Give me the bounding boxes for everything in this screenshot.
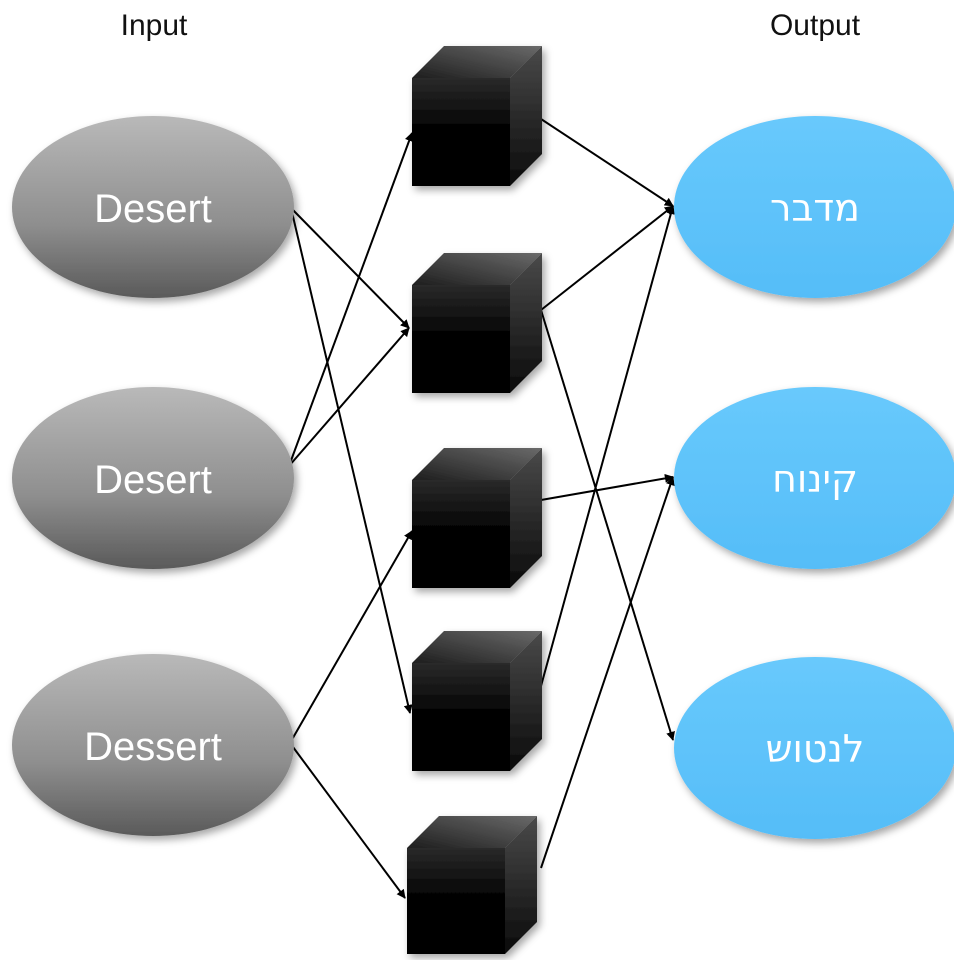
hidden-node-cube-1 — [412, 46, 542, 186]
output-node-3 — [674, 657, 954, 839]
edge-h5-to-out2 — [540, 476, 675, 869]
input-node-desert-2 — [12, 387, 294, 569]
output-node-label: לנטוש — [766, 727, 865, 771]
edges-layer — [288, 118, 676, 899]
hidden-node-cube-5 — [407, 816, 537, 954]
edge-h4-to-out1 — [540, 205, 676, 687]
edge-in2-to-h2 — [288, 327, 410, 467]
edge-h3-to-out2 — [540, 473, 674, 501]
output-node-1 — [674, 116, 954, 298]
edge-in1-to-h2 — [290, 207, 410, 329]
edge-h2-to-out3 — [540, 309, 675, 741]
hidden-node-cube-2 — [412, 253, 542, 393]
edge-in1-to-h4 — [290, 207, 413, 714]
edge-h2-to-out1 — [540, 205, 674, 311]
hidden-node-cube-3 — [412, 448, 542, 588]
output-node-label: מדבר — [770, 186, 860, 230]
input-node-label: Dessert — [84, 725, 222, 769]
edge-h1-to-out1 — [540, 118, 674, 207]
edge-in3-to-h5 — [289, 742, 406, 899]
hidden-node-cube-4 — [412, 631, 542, 771]
output-node-2 — [674, 387, 954, 569]
edge-in3-to-h3 — [289, 530, 413, 744]
input-node-label: Desert — [94, 458, 212, 502]
input-header: Input — [121, 9, 188, 42]
output-node-label: קינוח — [772, 457, 858, 501]
input-node-label: Desert — [94, 187, 212, 231]
output-header: Output — [770, 9, 861, 42]
edge-in2-to-h1 — [288, 132, 414, 467]
input-node-dessert — [12, 654, 294, 836]
hidden-layer — [407, 46, 542, 954]
input-node-desert-1 — [12, 116, 294, 298]
